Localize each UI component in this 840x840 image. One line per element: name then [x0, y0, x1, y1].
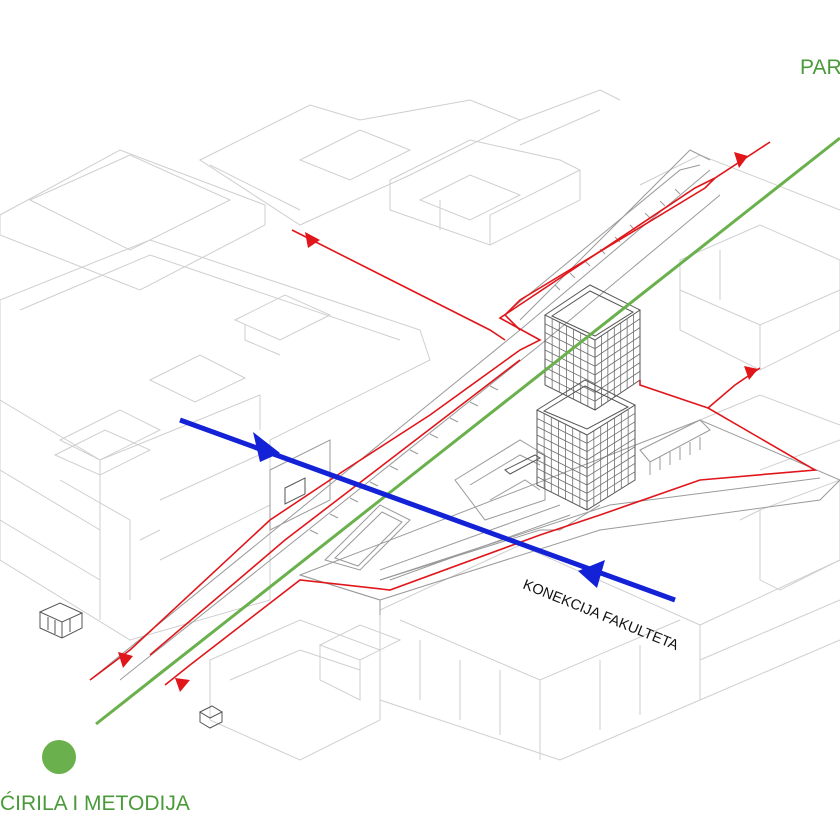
facade-line	[586, 446, 636, 478]
tower-south	[535, 379, 637, 511]
red-path-ramp-inner	[149, 359, 521, 656]
red-path-lower	[164, 367, 818, 686]
facade-line	[544, 323, 596, 350]
facade-line	[586, 421, 636, 453]
facade-line	[536, 459, 588, 486]
facade-line	[594, 318, 641, 350]
red-path-north-ramp	[89, 141, 771, 681]
facade-line	[536, 442, 588, 469]
context-buildings	[0, 89, 840, 761]
facade-line	[544, 340, 596, 367]
connection-label: KONEKCIJA FAKULTETA	[521, 577, 681, 654]
facade-line	[594, 344, 641, 376]
facade-line	[544, 332, 596, 358]
arrow-head-icon	[744, 366, 758, 380]
arrow-head-icon	[118, 652, 133, 668]
facade-line	[544, 349, 596, 376]
arrow-head-icon	[578, 560, 605, 588]
facade-line	[536, 451, 588, 478]
station-label: ĆIRILA I METODIJA	[0, 792, 190, 815]
facade-line	[536, 476, 588, 503]
facade-line	[544, 375, 596, 402]
facade-line	[594, 335, 641, 367]
arrow-head-icon	[253, 432, 280, 462]
tower-north	[544, 284, 641, 411]
red-path-west-entry	[291, 229, 506, 341]
green-axis-line	[95, 136, 840, 726]
red-arrows	[118, 152, 758, 692]
arrow-head-icon	[734, 152, 748, 168]
facade-line	[586, 412, 636, 444]
facade-line	[594, 353, 641, 385]
facade-line	[586, 437, 636, 469]
facade-line	[594, 362, 641, 393]
facade-line	[586, 462, 636, 494]
facade-line	[536, 434, 588, 461]
facade-line	[536, 417, 588, 444]
red-path-upper-ramp	[503, 177, 716, 331]
facade-line	[536, 467, 588, 494]
facade-line	[544, 367, 596, 393]
station-dot-icon	[42, 740, 76, 774]
arrow-head-icon	[175, 678, 190, 692]
park-label: PAR	[800, 56, 840, 79]
red-paths	[89, 141, 818, 686]
facade-line	[586, 471, 636, 503]
facade-line	[536, 426, 588, 453]
project-site	[89, 149, 840, 681]
facade-line	[594, 370, 641, 402]
arrow-head-icon	[305, 232, 320, 248]
facade-line	[594, 327, 641, 358]
facade-line	[586, 429, 636, 461]
red-path-east	[639, 380, 709, 409]
facade-line	[586, 454, 636, 486]
